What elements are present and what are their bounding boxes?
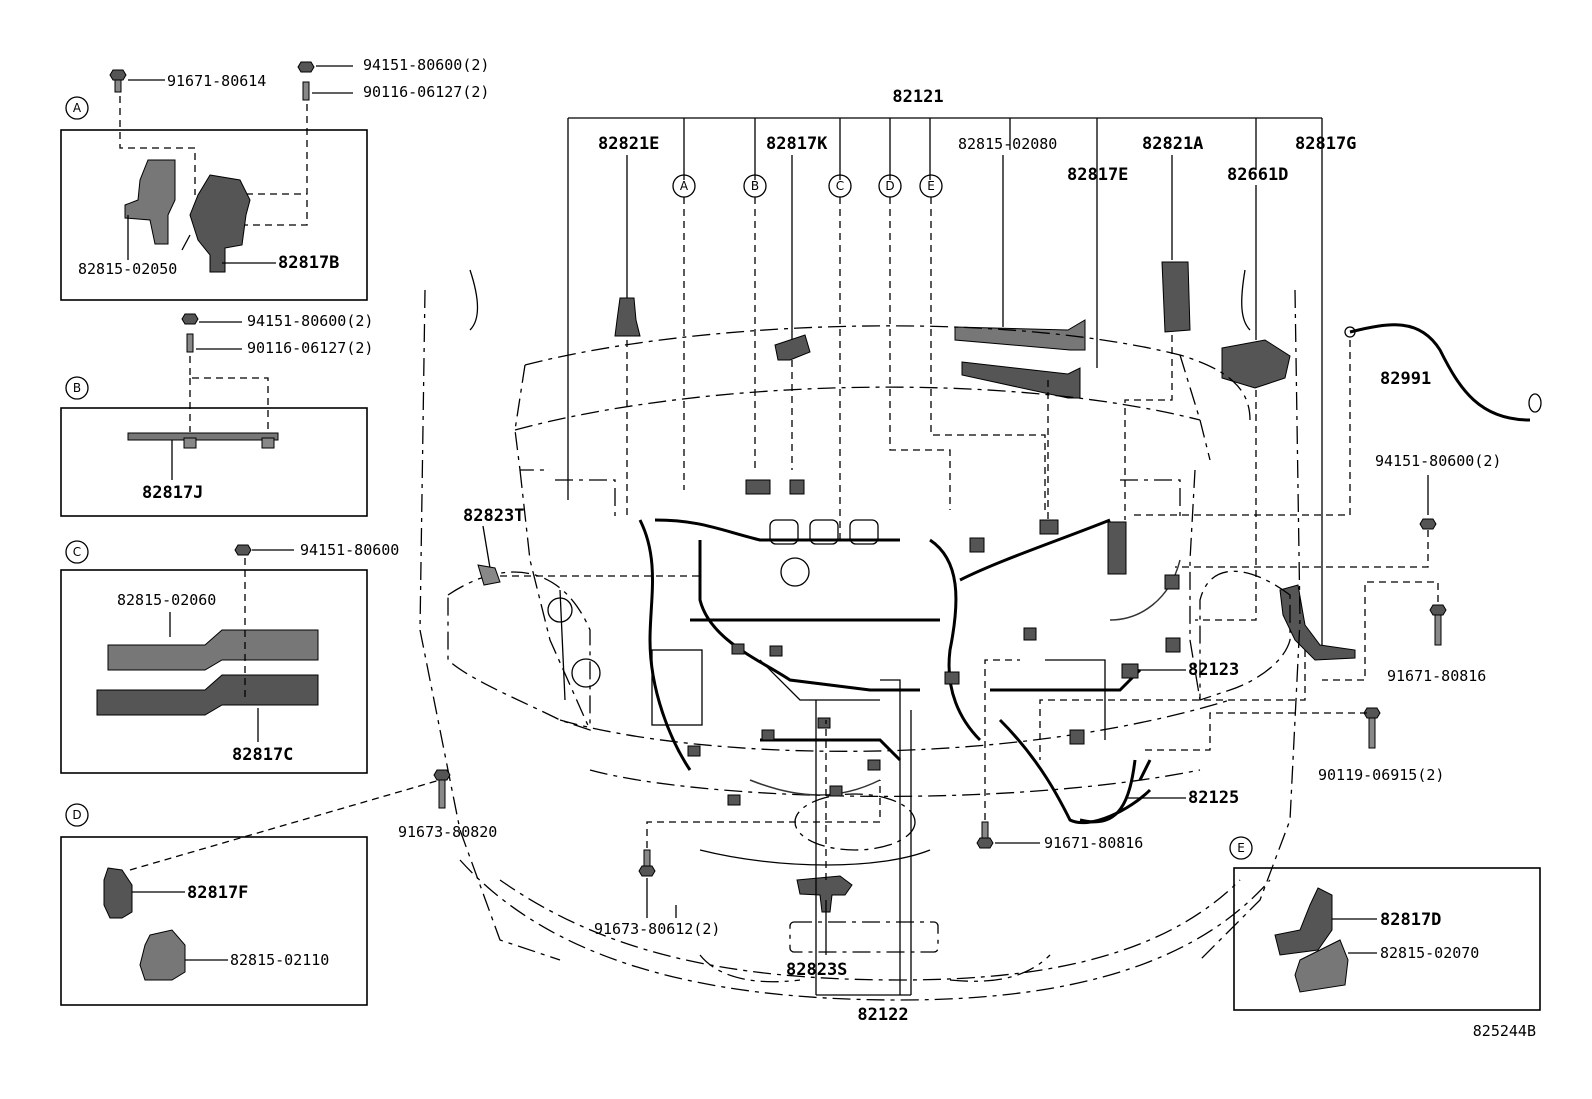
harness-82121-group: 82121 A B C D E	[567, 87, 1323, 660]
view-e-box	[1233, 867, 1541, 1011]
main-callout-d: D	[885, 179, 894, 193]
bracket-82817g[interactable]	[1279, 584, 1356, 661]
label-82815-02080[interactable]: 82815-02080	[958, 135, 1057, 153]
label-82817f[interactable]: 82817F	[187, 883, 248, 903]
bolt-icon	[976, 837, 994, 849]
bolt-shank-icon	[114, 79, 122, 93]
label-82817e[interactable]: 82817E	[1067, 165, 1128, 185]
bracket-82823s[interactable]	[796, 875, 853, 913]
label-82121[interactable]: 82121	[892, 87, 943, 107]
connector-82821e[interactable]	[614, 297, 641, 337]
block-82661d[interactable]	[1221, 339, 1291, 389]
wire-82125[interactable]	[1079, 759, 1137, 824]
label-82817k[interactable]: 82817K	[766, 134, 828, 154]
label-94151-80600-2[interactable]: 94151-80600(2)	[363, 56, 489, 74]
bolt-icon	[1429, 604, 1447, 616]
bracket-82817j[interactable]	[127, 432, 279, 441]
label-82823t[interactable]: 82823T	[463, 506, 524, 526]
label-82817g[interactable]: 82817G	[1295, 134, 1356, 154]
bracket-82817f[interactable]	[103, 867, 133, 919]
view-c: C 94151-80600 82815-02060 82817C	[60, 540, 399, 774]
connector-82821a[interactable]	[1161, 261, 1191, 333]
nut-icon	[297, 61, 315, 73]
main-callout-e: E	[927, 179, 935, 193]
view-a-box	[60, 129, 368, 301]
bracket-82817e[interactable]	[961, 361, 1081, 399]
label-82815-02110[interactable]: 82815-02110	[230, 951, 329, 969]
view-d-callout: D	[72, 808, 81, 822]
label-90116-06127-2[interactable]: 90116-06127(2)	[363, 83, 489, 101]
main-callout-c: C	[836, 179, 844, 193]
label-82815-02050[interactable]: 82815-02050	[78, 260, 177, 278]
view-c-callout: C	[73, 545, 81, 559]
bolt-icon	[638, 865, 656, 877]
label-90116-06127-2-b[interactable]: 90116-06127(2)	[247, 339, 373, 357]
label-94151-80600-2-b[interactable]: 94151-80600(2)	[247, 312, 373, 330]
nut-icon	[1419, 518, 1437, 530]
label-82991[interactable]: 82991	[1380, 369, 1431, 389]
ground-wire-82991[interactable]	[1349, 323, 1531, 422]
view-d-box	[60, 836, 368, 1006]
label-90119-06915-2[interactable]: 90119-06915(2)	[1318, 766, 1444, 784]
label-82823s[interactable]: 82823S	[786, 960, 847, 980]
label-82815-02060[interactable]: 82815-02060	[117, 591, 216, 609]
view-d: D 82817F 82815-02110	[60, 779, 441, 1006]
engine-harness	[638, 479, 1181, 825]
protector-82815-02050[interactable]	[124, 159, 176, 245]
clip-82823t[interactable]	[477, 564, 501, 586]
protector-82815-02080[interactable]	[954, 319, 1086, 351]
block-82817b[interactable]	[189, 174, 251, 273]
protector-82815-02070[interactable]	[1294, 939, 1349, 993]
bracket-82817d[interactable]	[1274, 887, 1333, 956]
label-91671-80816-b[interactable]: 91671-80816	[1044, 834, 1143, 852]
label-82123[interactable]: 82123	[1188, 660, 1239, 680]
bracket-82817k[interactable]	[774, 334, 811, 361]
nut-icon	[181, 313, 199, 325]
stud-icon	[186, 333, 194, 353]
label-82821a[interactable]: 82821A	[1142, 134, 1203, 154]
main-callout-b: B	[751, 179, 759, 193]
label-82815-02070[interactable]: 82815-02070	[1380, 944, 1479, 962]
view-b-box	[60, 407, 368, 517]
clamp-82123[interactable]	[1121, 663, 1139, 679]
label-82125[interactable]: 82125	[1188, 788, 1239, 808]
view-a: A 91671-80614 94151-80600(2) 90116-06127…	[60, 56, 489, 301]
label-94151-80600-c[interactable]: 94151-80600	[300, 541, 399, 559]
protector-82815-02110[interactable]	[139, 929, 186, 981]
stud-icon	[302, 81, 310, 101]
label-82817d[interactable]: 82817D	[1380, 910, 1441, 930]
bolt-icon	[109, 69, 127, 81]
view-e-callout: E	[1237, 841, 1245, 855]
view-b-callout: B	[73, 381, 81, 395]
view-a-callout: A	[73, 101, 82, 115]
label-91673-80612-2[interactable]: 91673-80612(2)	[594, 920, 720, 938]
label-82821e[interactable]: 82821E	[598, 134, 659, 154]
diagram-code: 825244B	[1473, 1022, 1536, 1040]
label-82817c[interactable]: 82817C	[232, 745, 293, 765]
label-94151-80600-2-main[interactable]: 94151-80600(2)	[1375, 452, 1501, 470]
bracket-82817c[interactable]	[96, 674, 319, 716]
label-82661d[interactable]: 82661D	[1227, 165, 1288, 185]
leader-91673-80820	[129, 779, 441, 871]
nut-icon	[234, 544, 252, 556]
view-e: E 82817D 82815-02070	[1229, 836, 1541, 1011]
label-91671-80816-a[interactable]: 91671-80816	[1387, 667, 1486, 685]
main-callout-a: A	[680, 179, 689, 193]
label-82817b[interactable]: 82817B	[278, 253, 339, 273]
bolt-icon	[433, 769, 451, 781]
label-91671-80614[interactable]: 91671-80614	[167, 72, 266, 90]
protector-82815-02060[interactable]	[107, 629, 319, 671]
view-b: 94151-80600(2) 90116-06127(2) B 82817J	[60, 312, 373, 517]
label-82122[interactable]: 82122	[857, 1005, 908, 1025]
label-91673-80820[interactable]: 91673-80820	[398, 823, 497, 841]
view-c-box	[60, 569, 368, 774]
label-82817j[interactable]: 82817J	[142, 483, 203, 503]
vehicle-body-outline	[419, 269, 1301, 1001]
